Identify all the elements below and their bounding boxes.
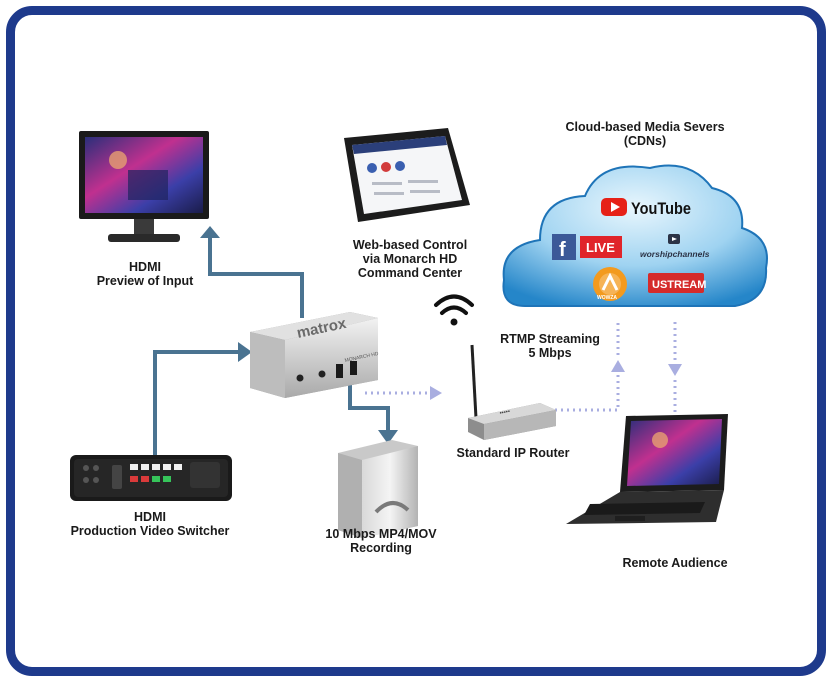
facebook-live-logo: f LIVE <box>552 234 622 261</box>
web-control-line2: via Monarch HD <box>362 252 458 266</box>
hdmi-preview-line2: Preview of Input <box>96 274 194 288</box>
hdmi-preview-line1: HDMI <box>129 260 161 274</box>
arrow-from-switcher <box>153 350 240 455</box>
worship-channels-logo: worshipchannels <box>640 234 710 259</box>
youtube-logo: YouTube <box>601 198 691 218</box>
audience-label: Remote Audience <box>610 556 740 570</box>
switcher-line2: Production Video Switcher <box>70 524 230 538</box>
video-switcher <box>70 455 232 501</box>
cloud-line1: Cloud-based Media Severs <box>565 120 725 134</box>
monarch-hd-device: matrox MONARCH HD <box>250 312 379 398</box>
dotted-arrows <box>365 322 682 418</box>
router-line1: Standard IP Router <box>456 446 570 460</box>
cdn-cloud <box>502 164 768 307</box>
arrow-to-recording <box>348 382 390 432</box>
laptop <box>566 414 728 524</box>
solid-arrows <box>153 226 398 455</box>
dotted-router-to-cloud <box>555 372 620 412</box>
wowza-logo: WOWZA <box>593 267 627 301</box>
wowza-text: WOWZA <box>597 295 617 301</box>
ip-router: ••••• <box>468 344 556 440</box>
rtmp-line2: 5 Mbps <box>528 346 572 360</box>
wifi-icon <box>434 294 474 326</box>
ustream-logo: USTREAM <box>648 273 706 293</box>
arrow-to-monitor-head <box>200 226 220 238</box>
cloud-label: Cloud-based Media Severs (CDNs) <box>560 120 730 148</box>
recording-drive <box>338 440 418 538</box>
arrow-from-switcher-head <box>238 342 252 362</box>
rtmp-line1: RTMP Streaming <box>500 332 600 346</box>
switcher-line1: HDMI <box>134 510 166 524</box>
rtmp-label: RTMP Streaming 5 Mbps <box>490 332 610 360</box>
recording-label: 10 Mbps MP4/MOV Recording <box>316 527 446 555</box>
tablet <box>344 128 470 222</box>
preview-monitor <box>79 131 209 242</box>
web-control-line1: Web-based Control <box>352 238 468 252</box>
recording-line2: Recording <box>350 541 412 555</box>
audience-line1: Remote Audience <box>622 556 728 570</box>
dotted-cloud-to-audience-head <box>668 364 682 376</box>
facebook-f-icon: f <box>559 239 566 261</box>
router-logo: ••••• <box>499 409 510 417</box>
dotted-router-to-cloud-head <box>611 360 625 372</box>
web-control-line3: Command Center <box>357 266 463 280</box>
switcher-label: HDMI Production Video Switcher <box>60 510 240 538</box>
diagram-frame <box>6 6 826 676</box>
live-text: LIVE <box>586 240 615 255</box>
recording-line1: 10 Mbps MP4/MOV <box>325 527 437 541</box>
router-label: Standard IP Router <box>448 446 578 460</box>
cloud-line2: (CDNs) <box>623 134 667 148</box>
web-control-label: Web-based Control via Monarch HD Command… <box>340 238 480 280</box>
dotted-monarch-to-router-head <box>430 386 442 400</box>
arrow-to-recording-head <box>378 430 398 444</box>
hdmi-preview-label: HDMI Preview of Input <box>80 260 210 288</box>
ustream-text: USTREAM <box>652 279 706 291</box>
youtube-text: YouTube <box>631 199 691 218</box>
arrow-to-monitor <box>208 236 304 318</box>
worship-text: worshipchannels <box>640 249 710 259</box>
